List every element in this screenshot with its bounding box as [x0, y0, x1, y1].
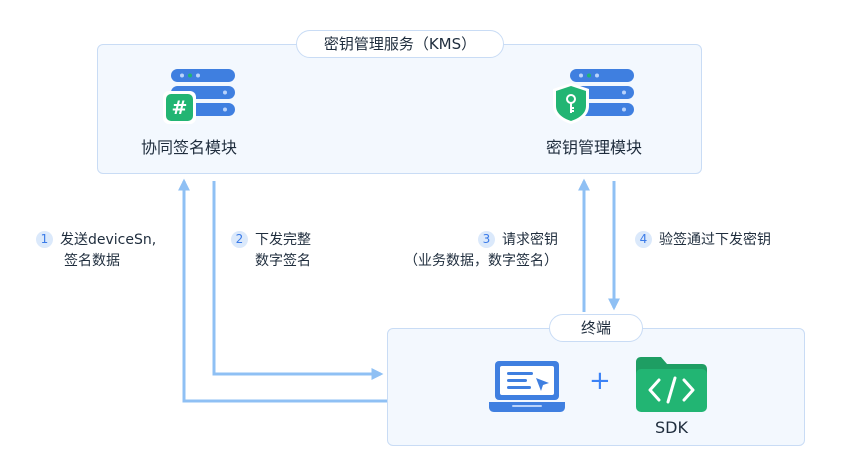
kms-title: 密钥管理服务（KMS） — [296, 30, 504, 58]
arrow-step2 — [212, 181, 384, 380]
step-2-label: 2 下发完整 数字签名 — [231, 230, 311, 272]
step-1-label: 1 发送deviceSn, 签名数据 — [36, 230, 156, 272]
arrow-step1 — [178, 178, 387, 403]
plus-sign: + — [589, 366, 611, 396]
step-3-line2: （业务数据，数字签名） — [404, 253, 558, 269]
step-3-label: 3 请求密钥 （业务数据，数字签名） — [404, 230, 558, 272]
step-3-line1: 请求密钥 — [502, 232, 558, 248]
step-3-number: 3 — [478, 231, 495, 248]
step-2-number: 2 — [231, 231, 248, 248]
terminal-panel — [387, 328, 805, 446]
step-1-line1: 发送deviceSn, — [60, 232, 157, 248]
terminal-title: 终端 — [549, 314, 643, 342]
sdk-label: SDK — [655, 418, 688, 437]
step-4-label: 4 验签通过下发密钥 — [635, 230, 771, 251]
step-2-line2: 数字签名 — [255, 253, 311, 269]
collab-signing-module-label: 协同签名模块 — [141, 138, 238, 157]
step-1-line2: 签名数据 — [64, 253, 120, 269]
step-1-number: 1 — [36, 231, 53, 248]
step-4-number: 4 — [635, 231, 652, 248]
step-2-line1: 下发完整 — [255, 232, 311, 248]
step-4-line1: 验签通过下发密钥 — [659, 232, 771, 248]
key-management-module-label: 密钥管理模块 — [546, 138, 643, 157]
